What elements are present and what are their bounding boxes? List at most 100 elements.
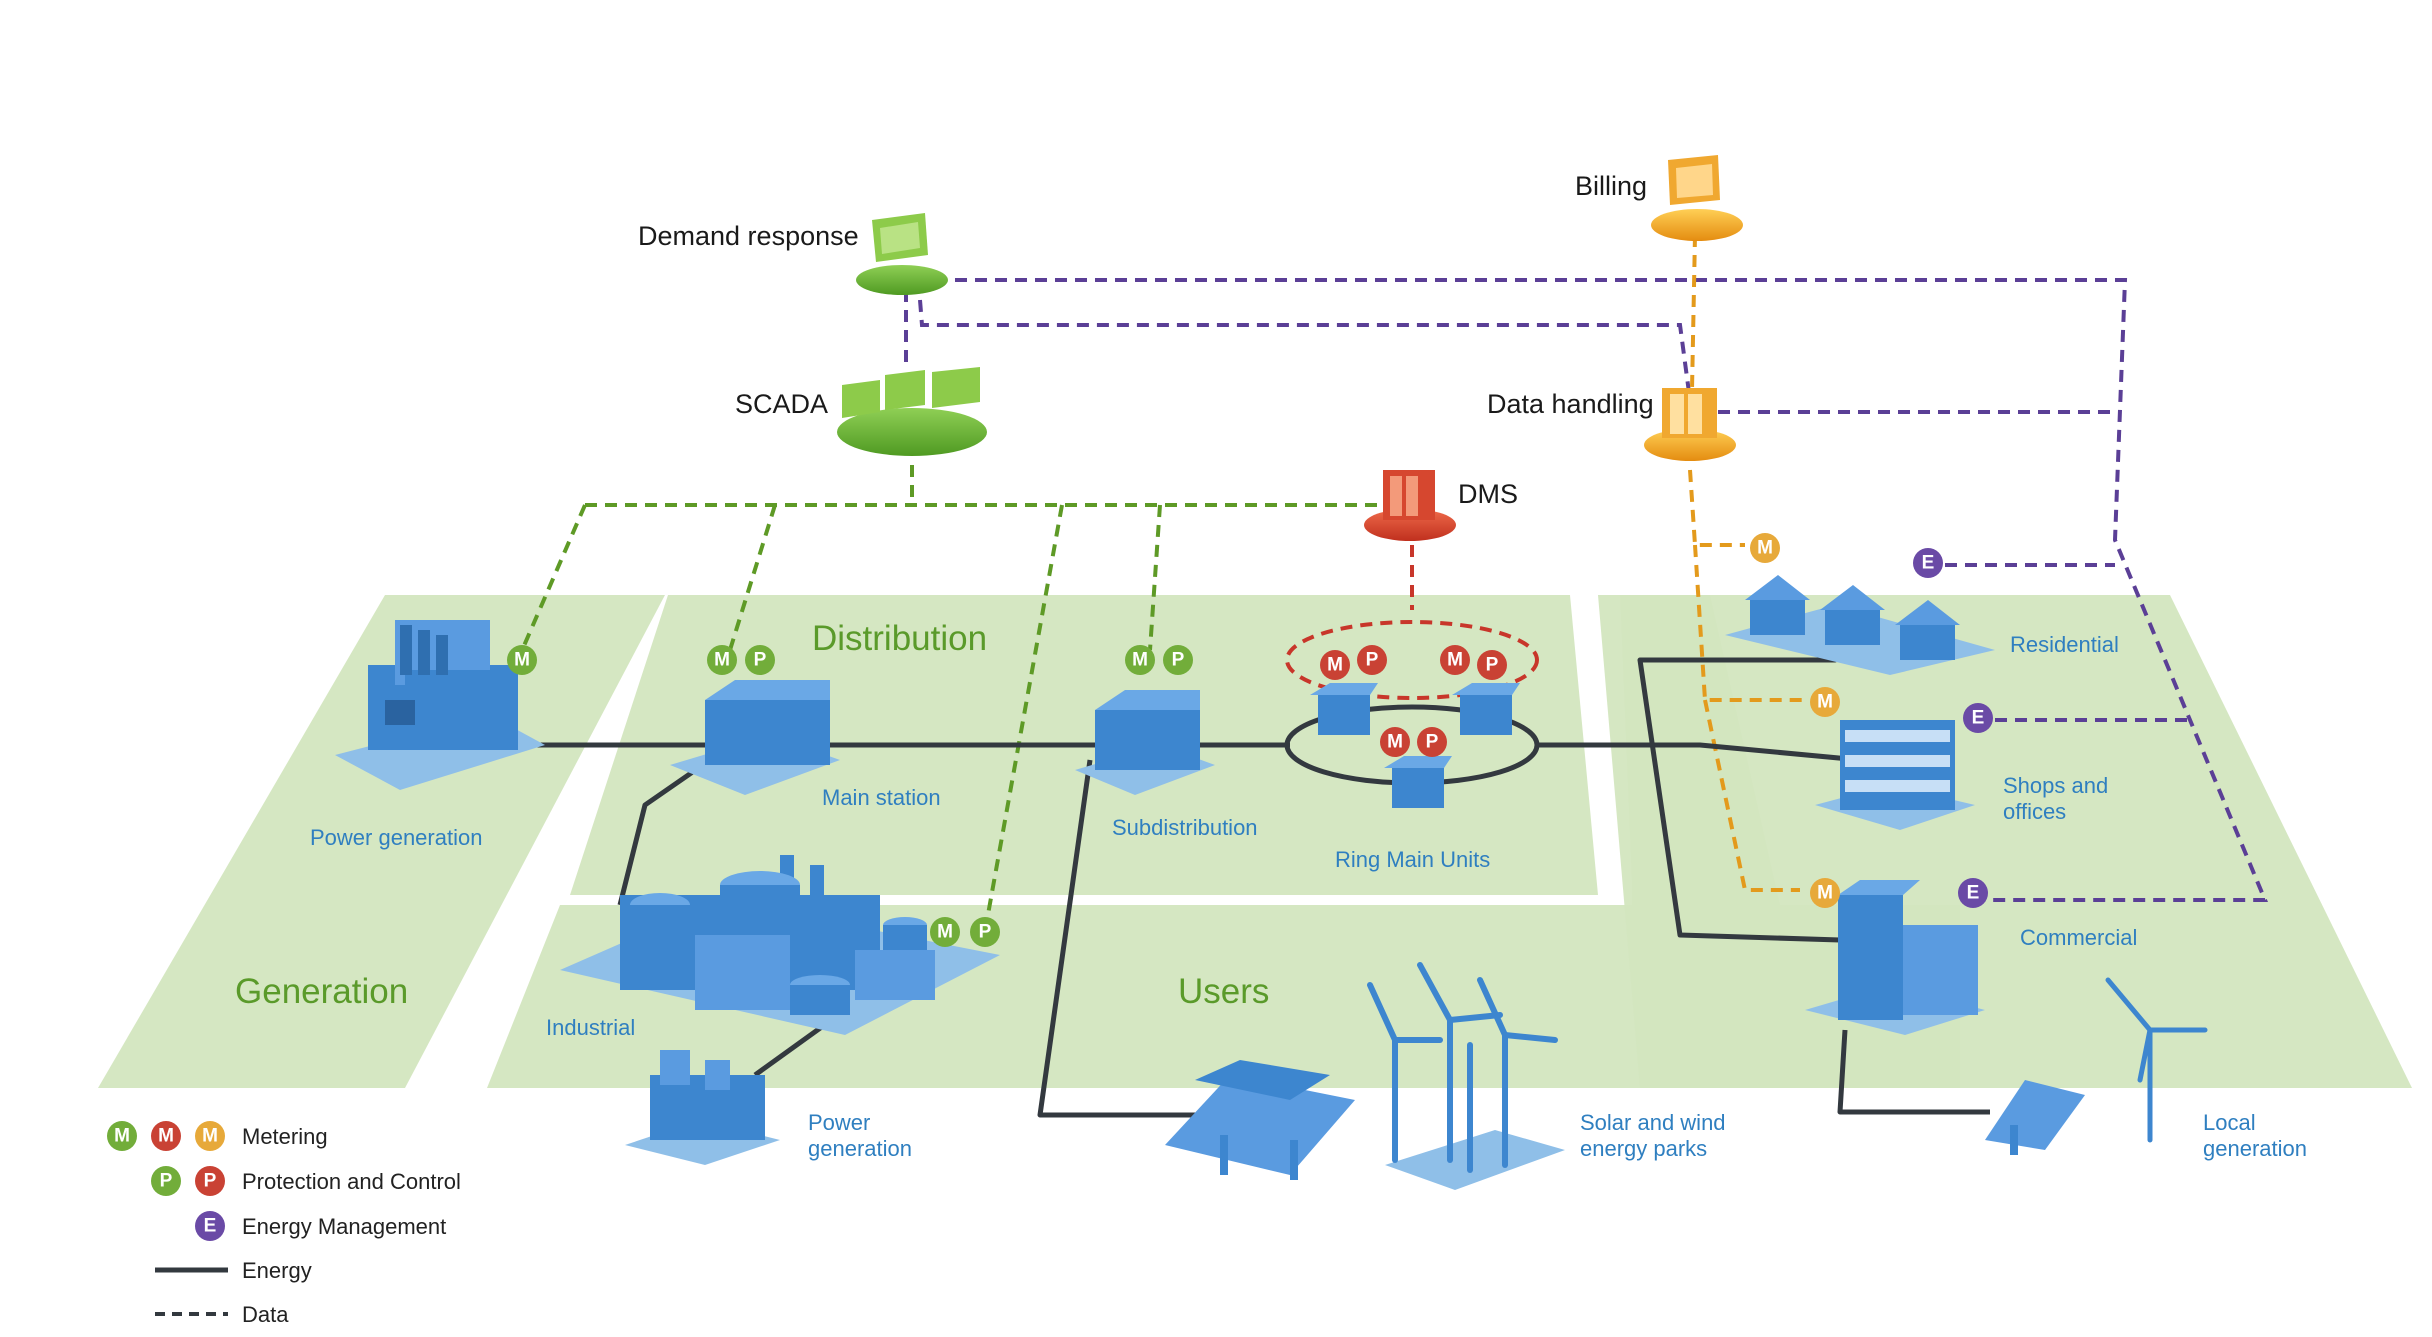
svg-text:M: M xyxy=(114,1126,130,1147)
svg-text:M: M xyxy=(1817,883,1833,904)
badge-metering-commercial[interactable]: M xyxy=(1810,878,1840,908)
label-billing: Billing xyxy=(1575,171,1647,201)
svg-text:P: P xyxy=(160,1171,173,1192)
label-dms: DMS xyxy=(1458,479,1518,509)
label-data-handling: Data handling xyxy=(1487,389,1654,419)
badge-metering-industrial[interactable]: M xyxy=(930,917,960,947)
energy-line-ring-right xyxy=(1537,742,1861,763)
svg-text:P: P xyxy=(1486,655,1499,676)
scada-node[interactable] xyxy=(837,367,987,456)
residential-houses xyxy=(1725,575,1995,675)
badge-energy-commercial[interactable]: E xyxy=(1958,878,1988,908)
label-solar-wind-line1: Solar and wind xyxy=(1580,1110,1726,1135)
svg-text:P: P xyxy=(1172,650,1185,671)
badge-metering-subdistribution[interactable]: M xyxy=(1125,645,1155,675)
badge-metering-rmu-2[interactable]: M xyxy=(1440,645,1470,675)
data-line-billing-data xyxy=(1690,234,1697,391)
zone-generation xyxy=(98,595,665,1088)
svg-text:M: M xyxy=(1327,655,1343,676)
label-ring-main-units: Ring Main Units xyxy=(1335,847,1490,872)
badge-protection-rmu-2[interactable]: P xyxy=(1477,650,1507,680)
svg-text:M: M xyxy=(1132,650,1148,671)
demand-response-node[interactable] xyxy=(856,213,948,295)
svg-text:E: E xyxy=(204,1216,217,1237)
commercial-building xyxy=(1805,880,1985,1035)
badge-protection-subdistribution[interactable]: P xyxy=(1163,645,1193,675)
data-line-scada-industrial xyxy=(985,504,1064,921)
label-user-power-generation-line2: generation xyxy=(808,1136,912,1161)
svg-text:M: M xyxy=(1757,538,1773,559)
badge-protection-rmu-3[interactable]: P xyxy=(1417,727,1447,757)
legend-energy-management-label: Energy Management xyxy=(242,1214,446,1239)
shops-offices-building xyxy=(1815,720,1975,830)
label-shops-line2: offices xyxy=(2003,799,2066,824)
billing-node[interactable] xyxy=(1651,155,1743,241)
badge-energy-shops[interactable]: E xyxy=(1963,703,1993,733)
data-line-demand-top xyxy=(955,278,2268,902)
svg-text:M: M xyxy=(1387,732,1403,753)
energy-line-solar xyxy=(1037,759,1200,1118)
energy-line-local xyxy=(1837,1029,1990,1115)
badge-metering-rmu-1[interactable]: M xyxy=(1320,650,1350,680)
badge-metering-rmu-3[interactable]: M xyxy=(1380,727,1410,757)
user-power-generation-building xyxy=(625,1050,780,1165)
badge-metering-generation[interactable]: M xyxy=(507,645,537,675)
badge-metering-main-station[interactable]: M xyxy=(707,645,737,675)
local-generation xyxy=(1985,977,2208,1155)
energy-line-industrial xyxy=(617,757,712,906)
legend-protection-badge-green: P xyxy=(151,1166,181,1196)
svg-text:M: M xyxy=(1447,650,1463,671)
legend-metering-label: Metering xyxy=(242,1124,328,1149)
svg-text:M: M xyxy=(937,922,953,943)
data-line-scada-generation xyxy=(518,504,587,656)
label-scada: SCADA xyxy=(735,389,828,419)
svg-text:M: M xyxy=(158,1126,174,1147)
badge-protection-rmu-1[interactable]: P xyxy=(1357,645,1387,675)
svg-text:M: M xyxy=(514,650,530,671)
label-commercial: Commercial xyxy=(2020,925,2137,950)
zone-label-users: Users xyxy=(1178,972,1269,1011)
label-power-generation: Power generation xyxy=(310,825,482,850)
legend-data-label: Data xyxy=(242,1302,289,1327)
svg-text:M: M xyxy=(714,650,730,671)
label-residential: Residential xyxy=(2010,632,2119,657)
label-user-power-generation-line1: Power xyxy=(808,1110,870,1135)
systems xyxy=(837,155,1743,541)
label-local-generation-line1: Local xyxy=(2203,1110,2256,1135)
data-line-demand-second xyxy=(918,299,1692,401)
power-generation-building xyxy=(335,620,545,790)
badge-energy-residential[interactable]: E xyxy=(1913,548,1943,578)
label-subdistribution: Subdistribution xyxy=(1112,815,1258,840)
legend: M M M Metering P P Protection and Contro… xyxy=(107,1121,461,1327)
data-line-scada-main-station xyxy=(728,504,777,651)
legend-metering-badge-orange: M xyxy=(195,1121,225,1151)
svg-text:E: E xyxy=(1972,708,1985,729)
label-local-generation-line2: generation xyxy=(2203,1136,2307,1161)
zone-users-right xyxy=(1598,595,2412,1088)
dms-node[interactable] xyxy=(1364,470,1456,541)
svg-text:E: E xyxy=(1922,553,1935,574)
solar-park xyxy=(1165,1060,1355,1180)
data-line-scada-subdistribution xyxy=(1148,504,1162,651)
svg-text:P: P xyxy=(754,650,767,671)
badge-protection-industrial[interactable]: P xyxy=(970,917,1000,947)
svg-text:P: P xyxy=(204,1171,217,1192)
data-line-data-users xyxy=(1688,469,1805,892)
legend-energy-badge-purple: E xyxy=(195,1211,225,1241)
badges: M M P M P M P M P M P M P M E M E M E xyxy=(507,533,1993,947)
subdistribution-building xyxy=(1075,690,1215,795)
data-line-dms-loop xyxy=(1285,620,1539,700)
badge-protection-main-station[interactable]: P xyxy=(745,645,775,675)
label-shops-line1: Shops and xyxy=(2003,773,2108,798)
zone-label-distribution: Distribution xyxy=(812,619,987,658)
badge-metering-shops[interactable]: M xyxy=(1810,687,1840,717)
svg-text:P: P xyxy=(1366,650,1379,671)
data-handling-node[interactable] xyxy=(1644,388,1736,461)
badge-metering-residential[interactable]: M xyxy=(1750,533,1780,563)
legend-protection-badge-red: P xyxy=(195,1166,225,1196)
label-main-station: Main station xyxy=(822,785,941,810)
legend-metering-badge-red: M xyxy=(151,1121,181,1151)
label-demand-response: Demand response xyxy=(638,221,859,251)
